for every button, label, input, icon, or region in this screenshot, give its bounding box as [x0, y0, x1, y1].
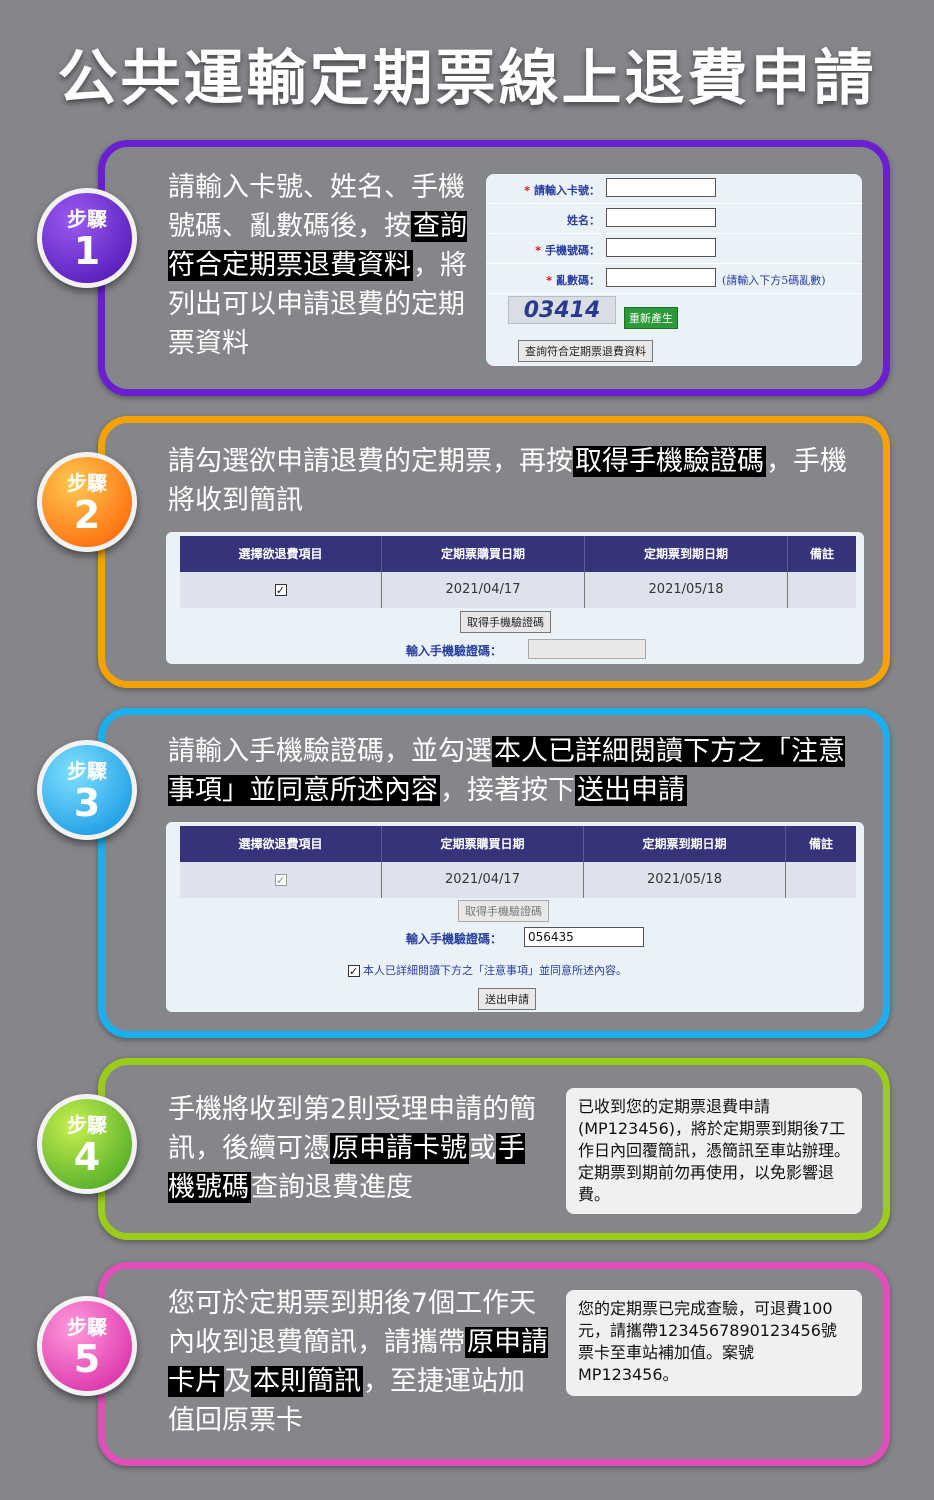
code-input[interactable]: 056435: [524, 927, 644, 947]
phone-input[interactable]: [606, 238, 716, 257]
header-select: 選擇欲退費項目: [180, 826, 382, 862]
ticket-table-step2: 選擇欲退費項目 定期票購買日期 定期票到期日期 備註 ✓ 2021/04/17 …: [166, 532, 864, 664]
step-number: 1: [73, 229, 101, 273]
get-code-button[interactable]: 取得手機驗證碼: [460, 611, 551, 633]
card-label: *請輸入卡號：: [524, 184, 600, 197]
agree-row: ✓本人已詳細閱讀下方之「注意事項」並同意所述內容。: [348, 962, 627, 978]
phone-row: *手機號碼：: [486, 234, 862, 264]
step2-text-end: ，手機將收到簡訊: [168, 446, 847, 516]
header-expire-date: 定期票到期日期: [584, 826, 786, 862]
step2-text: 請勾選欲申請退費的定期票，再按: [168, 446, 573, 477]
buy-date-cell: 2021/04/17: [382, 572, 585, 608]
step1-text: 請輸入卡號、姓名、手機號碼、亂數碼後，按: [168, 172, 465, 242]
random-code-label: *亂數碼：: [546, 274, 600, 287]
step-number: 4: [73, 1135, 101, 1179]
lookup-form: *請輸入卡號： 姓名： *手機號碼： *亂數碼： (請輸入下方5碼亂數) 034…: [486, 174, 862, 366]
agree-checkbox[interactable]: ✓: [348, 965, 360, 978]
step-label: 步驟: [67, 759, 107, 783]
header-buy-date: 定期票購買日期: [382, 826, 584, 862]
step2-highlight: 取得手機驗證碼: [573, 446, 766, 477]
name-input[interactable]: [606, 208, 716, 227]
step-number: 3: [73, 781, 101, 825]
page-title: 公共運輸定期票線上退費申請: [57, 44, 877, 114]
step3-description: 請輸入手機驗證碼，並勾選本人已詳細閱讀下方之「注意事項」並同意所述內容，接著按下…: [168, 732, 848, 810]
name-label: 姓名：: [567, 214, 600, 227]
step4-highlight-card: 原申請卡號: [330, 1133, 469, 1164]
step4-text-end: 查詢退費進度: [251, 1172, 413, 1203]
random-code-row: *亂數碼： (請輸入下方5碼亂數): [486, 264, 862, 294]
step4-description: 手機將收到第2則受理申請的簡訊，後續可憑原申請卡號或手機號碼查詢退費進度: [168, 1090, 548, 1207]
table-row: ✓ 2021/04/17 2021/05/18: [180, 572, 856, 608]
random-code-input[interactable]: [606, 268, 716, 287]
step4-badge: 步驟 4: [37, 1094, 137, 1194]
step3-badge: 步驟 3: [37, 740, 137, 840]
step1-badge: 步驟 1: [37, 188, 137, 288]
sms-message-step5: 您的定期票已完成查驗，可退費100元，請攜帶1234567890123456號票…: [566, 1290, 862, 1396]
select-cell: ✓: [180, 572, 382, 608]
phone-label: *手機號碼：: [535, 244, 600, 257]
code-input[interactable]: [528, 639, 646, 659]
code-label: 輸入手機驗證碼：: [406, 932, 503, 946]
table-header: 選擇欲退費項目 定期票購買日期 定期票到期日期 備註: [180, 536, 856, 572]
table-header: 選擇欲退費項目 定期票購買日期 定期票到期日期 備註: [180, 826, 856, 862]
expire-date-cell: 2021/05/18: [584, 862, 786, 898]
step-number: 2: [73, 493, 101, 537]
select-cell: ✓: [180, 862, 382, 898]
code-label: 輸入手機驗證碼：: [406, 644, 503, 658]
step4-text: 手機將收到第2則受理申請的簡訊，後續可憑: [168, 1094, 537, 1164]
step2-description: 請勾選欲申請退費的定期票，再按取得手機驗證碼，手機將收到簡訊: [168, 442, 848, 520]
name-row: 姓名：: [486, 204, 862, 234]
header-expire-date: 定期票到期日期: [585, 536, 788, 572]
step5-text-mid: 及: [224, 1366, 251, 1397]
header-note: 備註: [809, 547, 834, 561]
step-label: 步驟: [67, 1113, 107, 1137]
step1-description: 請輸入卡號、姓名、手機號碼、亂數碼後，按查詢符合定期票退費資料，將列出可以申請退…: [168, 168, 468, 363]
step5-badge: 步驟 5: [37, 1296, 137, 1396]
header-buy-date: 定期票購買日期: [382, 536, 585, 572]
get-code-button-disabled[interactable]: 取得手機驗證碼: [458, 900, 549, 922]
step5-description: 您可於定期票到期後7個工作天內收到退費簡訊，請攜帶原申請卡片及本則簡訊，至捷運站…: [168, 1284, 548, 1440]
step2-badge: 步驟 2: [37, 452, 137, 552]
step-label: 步驟: [67, 1315, 107, 1339]
header-select: 選擇欲退費項目: [180, 536, 382, 572]
regenerate-captcha-button[interactable]: 重新產生: [624, 307, 678, 329]
step5-text: 您可於定期票到期後7個工作天內收到退費簡訊，請攜帶: [168, 1288, 537, 1358]
sms-message-step4: 已收到您的定期票退費申請(MP123456)，將於定期票到期後7工作日內回覆簡訊…: [566, 1088, 862, 1214]
note-cell: [786, 862, 856, 898]
expire-date-cell: 2021/05/18: [585, 572, 788, 608]
buy-date-cell: 2021/04/17: [382, 862, 584, 898]
card-row: *請輸入卡號：: [486, 174, 862, 204]
submit-button[interactable]: 送出申請: [478, 988, 536, 1010]
step3-text-mid: ，接著按下: [440, 775, 575, 806]
header-note: 備註: [808, 837, 833, 851]
step-number: 5: [73, 1337, 101, 1381]
ticket-checkbox[interactable]: ✓: [274, 583, 287, 597]
ticket-checkbox[interactable]: ✓: [274, 873, 287, 887]
step5-text-end: ，至捷運站加值回原票卡: [168, 1366, 525, 1436]
step-label: 步驟: [67, 471, 107, 495]
step5-highlight-sms: 本則簡訊: [251, 1366, 363, 1397]
note-cell: [788, 572, 856, 608]
random-code-hint: (請輸入下方5碼亂數): [722, 274, 826, 287]
step1-text-end: ，將列出可以申請退費的定期票資料: [168, 250, 467, 359]
table-row: ✓ 2021/04/17 2021/05/18: [180, 862, 856, 898]
step4-text-mid: 或: [469, 1133, 496, 1164]
captcha-image: 03414: [508, 296, 616, 324]
step3-highlight-submit: 送出申請: [575, 775, 687, 806]
agree-label: 本人已詳細閱讀下方之「注意事項」並同意所述內容。: [363, 964, 627, 977]
query-refund-button[interactable]: 查詢符合定期票退費資料: [518, 340, 653, 362]
step-label: 步驟: [67, 207, 107, 231]
step3-text: 請輸入手機驗證碼，並勾選: [168, 736, 492, 767]
card-number-input[interactable]: [606, 178, 716, 197]
ticket-table-step3: 選擇欲退費項目 定期票購買日期 定期票到期日期 備註 ✓ 2021/04/17 …: [166, 822, 864, 1012]
